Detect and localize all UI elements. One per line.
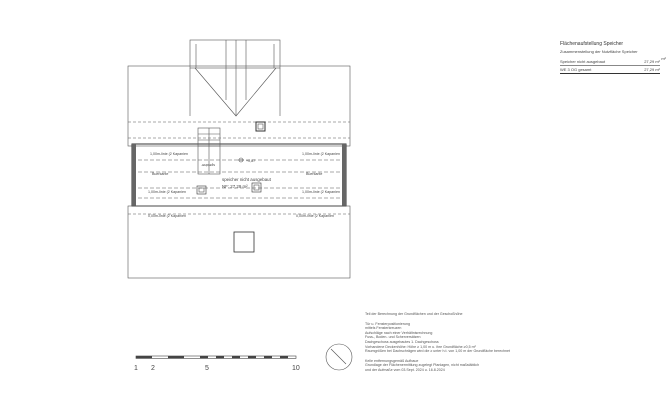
legend-row-label: WE 3 OG gesamt <box>560 67 592 72</box>
notes-block: Teil der Berechnung der Grundflächen und… <box>365 312 515 373</box>
note-line: Teil der Berechnung der Grundflächen und… <box>365 312 463 316</box>
stair-label: speicher <box>201 163 215 167</box>
line-label-mid-right: Buerkante <box>306 172 322 176</box>
vent-left <box>196 185 207 195</box>
line-label-lower-right: 1,00m-linie (2 Kapanien <box>302 190 340 194</box>
note-line: Aufschläge nach einer Verhältnisrechnung <box>365 330 433 335</box>
scale-label-5: 5 <box>205 365 209 372</box>
stair <box>197 127 221 175</box>
area-legend: Flächenaufstellung Speicher Zusammenstel… <box>560 41 666 74</box>
legend-unit: m² <box>661 56 666 61</box>
note-line: Dachgeschoss ausgebautes 1. Dachgeschoss <box>365 339 439 344</box>
note-line: Raumgrößen bei Dachschrägen wird die ≥ u… <box>365 349 511 354</box>
legend-row-value: 27,29 m² <box>644 59 660 64</box>
scale-bar <box>135 355 297 359</box>
north-arrow <box>325 343 353 371</box>
legend-title: Flächenaufstellung Speicher <box>560 41 624 47</box>
note-line: Vorhandene Deckenhöhe: Höhe ≥ 1,00 m u. … <box>365 344 476 349</box>
dormer <box>189 39 281 117</box>
line-label-lower-left: 1,00m-linie (2 Kapanien <box>148 190 186 194</box>
vent-left-inner <box>198 187 205 193</box>
note-line: Tür u. Fensterpositionierung <box>365 321 410 326</box>
roof-upper <box>127 65 351 147</box>
room-label: speicher nicht ausgebaut <box>222 177 272 182</box>
line-label-bottom-left: 0,00m-linie (2 Kapanien <box>148 214 186 218</box>
legend-row-value: 27,29 m² <box>644 67 660 72</box>
height-label: +0,87 <box>246 159 255 163</box>
scale-label-10: 10 <box>292 365 300 372</box>
scale-label-2: 2 <box>151 365 155 372</box>
legend-row-label: Speicher nicht ausgebaut <box>560 59 606 64</box>
line-label-bottom-right: 0,00m-linie (2 Kapanien <box>296 214 334 218</box>
chimney-upper <box>255 121 266 132</box>
scale-label-1: 1 <box>134 365 138 372</box>
note-line: Kelle entfernungsgemäß Aufbaue <box>365 358 419 363</box>
note-line: und der Aufmaße vom 03.Sept. 2024 u. 16.… <box>365 367 445 372</box>
vent-mid-inner <box>253 184 260 191</box>
line-label-upper-left: 1,00m-linie (2 Kapanien <box>150 152 188 156</box>
room-area: NF: 27,29 m² <box>222 184 248 189</box>
note-line: Grundlage der Flächenermittlung zugelegt… <box>365 363 480 368</box>
note-line: Fuss-, Boden- und Scherversätzen <box>365 335 421 340</box>
chimney-inner <box>257 123 264 130</box>
note-line: mittels Fensterkreuzen <box>365 326 402 331</box>
line-label-mid-left: Buerkante <box>152 172 168 176</box>
vent-mid <box>251 182 262 193</box>
roof-lower <box>127 205 351 279</box>
legend-row: WE 3 OG gesamt 27,29 m² <box>560 66 660 74</box>
line-label-upper-right: 1,00m-linie (2 Kapanien <box>302 152 340 156</box>
legend-row: Speicher nicht ausgebaut 27,29 m² <box>560 58 660 66</box>
legend-subtitle: Zusammenstellung der Nutzfläche Speicher <box>560 49 638 54</box>
